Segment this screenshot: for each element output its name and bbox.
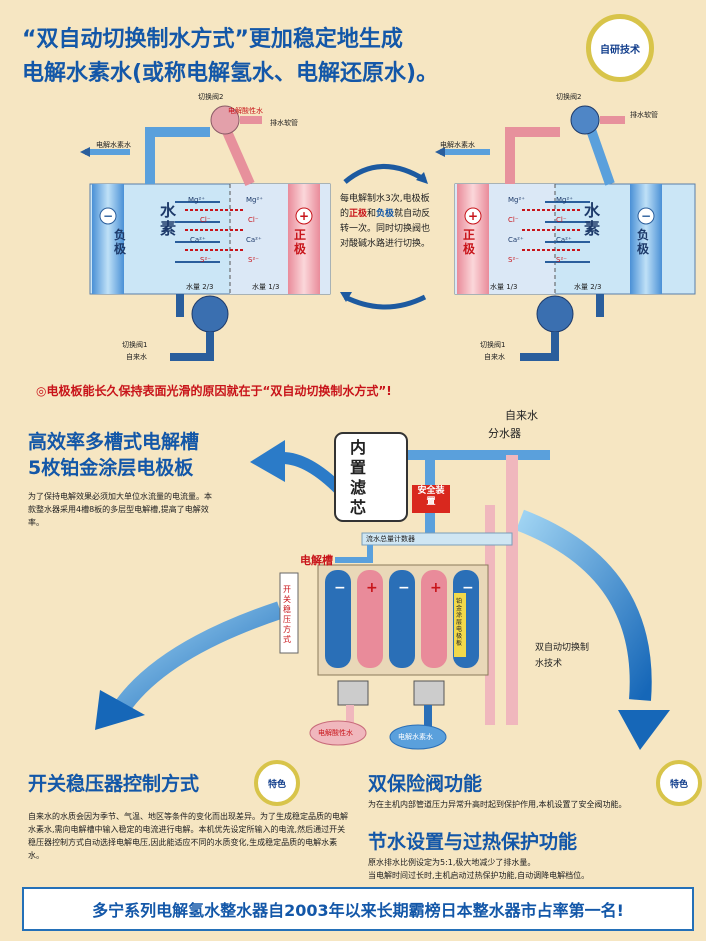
top-diagram: − + + − [80, 105, 696, 361]
page-title-line2: 电解水素水(或称电解氢水、电解还原水)。 [22, 61, 439, 86]
left-water-1: 水量 2/3 [186, 283, 214, 291]
right-ion-1: Mg²⁺ [508, 196, 525, 204]
section4-body1: 原水排水比例设定为5:1,极大地减少了排水量。 [368, 858, 536, 867]
right-ion-2: Mg²⁺ [556, 196, 573, 204]
section1-title1: 高效率多槽式电解槽 [28, 431, 200, 453]
left-ion-4: Cl⁻ [248, 216, 259, 224]
left-ion-7: S²⁻ [200, 256, 211, 264]
h2-out-label: 电解水素水 [398, 733, 433, 741]
right-h2-label: 电解水素水 [440, 141, 475, 149]
svg-text:−: − [103, 209, 113, 223]
right-ion-7: S²⁻ [508, 256, 519, 264]
cell-label: 电解槽 [300, 554, 333, 567]
regulator-label: 开关稳压方式 [283, 585, 291, 644]
section4-title: 节水设置与过热保护功能 [368, 831, 578, 853]
plate-sign-2: + [366, 580, 378, 596]
switch-explanation: 每电解制水3次,电极板的正极和负极就自动反转一次。同时切换阀也对酸碱水路进行切换… [340, 192, 432, 252]
right-ion-6: Ca²⁺ [556, 236, 572, 244]
left-ion-5: Ca²⁺ [190, 236, 206, 244]
left-valve1-label: 切换阀1 [122, 341, 148, 349]
switch-text-3: 和 [367, 209, 377, 219]
right-valve1-label: 切换阀1 [480, 341, 506, 349]
right-drain-label: 排水软管 [630, 111, 658, 119]
plate-sign-4: + [430, 580, 442, 596]
switch-text-neg: 负极 [376, 209, 395, 219]
right-water-2: 水量 2/3 [574, 283, 602, 291]
svg-text:+: + [299, 209, 309, 223]
section3-title: 双保险阀功能 [368, 773, 483, 795]
right-ion-3: Cl⁻ [508, 216, 519, 224]
right-cell: + − [435, 105, 696, 361]
right-ion-5: Ca²⁺ [508, 236, 524, 244]
right-tap-label: 自来水 [484, 353, 505, 361]
left-tap-label: 自来水 [126, 353, 147, 361]
acid-out-label: 电解酸性水 [318, 729, 353, 737]
flow-meter-label: 流水总量计数器 [366, 535, 415, 543]
footer-banner: 多宁系列电解氢水整水器自2003年以来长期霸榜日本整水器市占率第一名! [22, 887, 694, 931]
left-valve2-label: 切换阀2 [198, 93, 224, 101]
badge-feature-right: 特色 [656, 760, 702, 806]
tap-label: 自来水 [505, 409, 538, 422]
machine-diagram [279, 432, 550, 750]
plate-sign-3: − [398, 580, 410, 596]
left-pos-electrode [288, 184, 320, 294]
right-neg-electrode [630, 184, 662, 294]
right-ion-8: S²⁻ [556, 256, 567, 264]
svg-text:+: + [468, 209, 478, 223]
notice-line: ◎电极板能长久保持表面光滑的原因就在于“双自动切换制水方式”! [36, 384, 392, 398]
right-neg-text: 负极 [637, 228, 650, 256]
left-chamber-text: 水素 [160, 201, 177, 238]
left-neg-electrode [92, 184, 124, 294]
left-h2-label: 电解水素水 [96, 141, 131, 149]
left-ion-3: Cl⁻ [200, 216, 211, 224]
filter-label: 内置滤芯 [350, 438, 367, 517]
section2-title: 开关稳压器控制方式 [28, 773, 200, 795]
page-title-line1: “双自动切换制水方式”更加稳定地生成 [22, 27, 403, 52]
right-pos-text: 正极 [463, 228, 476, 256]
switch-text-1: 每电解制水3次, [340, 194, 403, 204]
left-drain-label: 排水软管 [270, 119, 298, 127]
left-ion-8: S²⁻ [248, 256, 259, 264]
safety-label: 安全装置 [417, 486, 445, 507]
section1-body: 为了保持电解效果必须加大单位水流量的电流量。本款整水器采用4槽8板的多层型电解槽… [28, 492, 212, 527]
switch-text-pos: 正极 [349, 209, 368, 219]
switch-text-2: 电极板的 [340, 194, 430, 219]
right-pos-electrode [457, 184, 489, 294]
switch-arrow-bottom [343, 294, 427, 310]
section1-title2: 5枚铂金涂层电极板 [28, 457, 194, 479]
arrow-to-section2 [112, 601, 283, 716]
auto-switch-label: 双自动切换制水技术 [535, 643, 590, 669]
left-ion-6: Ca²⁺ [246, 236, 262, 244]
left-acid-label: 电解酸性水 [228, 107, 263, 115]
right-water-1: 水量 1/3 [490, 283, 518, 291]
section2-body: 自来水的水质会因为季节、气温、地区等条件的变化而出现差异。为了生成稳定品质的电解… [28, 812, 348, 860]
regulator-box [279, 572, 299, 654]
switch-text-4: 就自动反转一次。同时切换阀也对酸碱水路进行切换。 [340, 209, 431, 249]
safety-box [412, 485, 450, 513]
left-water-2: 水量 1/3 [252, 283, 280, 291]
flow-arrows [95, 440, 670, 750]
switch-arrow-top [343, 164, 427, 184]
svg-text:−: − [641, 209, 651, 223]
platinum-label: 铂金涂层电极板 [456, 598, 463, 647]
left-cell: − + [80, 105, 331, 361]
section4-body2: 当电解时间过长时,主机启动过热保护功能,自动调降电解档位。 [368, 871, 590, 880]
filter-box [334, 432, 408, 522]
left-pos-text: 正极 [294, 228, 307, 256]
left-neg-text: 负极 [114, 228, 127, 256]
splitter-label: 分水器 [488, 427, 521, 440]
left-ion-2: Mg²⁺ [246, 196, 263, 204]
left-ion-1: Mg²⁺ [188, 196, 205, 204]
plate-sign-5: − [462, 580, 474, 596]
right-valve2-label: 切换阀2 [556, 93, 582, 101]
right-ion-4: Cl⁻ [556, 216, 567, 224]
badge-rd-tech: 自研技术 [586, 14, 654, 82]
plate-sign-1: − [334, 580, 346, 596]
arrow-to-section3 [516, 509, 652, 701]
right-chamber-text: 水素 [584, 201, 601, 238]
section3-body: 为在主机内部管道压力异常升高时起到保护作用,本机设置了安全阀功能。 [368, 800, 627, 809]
badge-feature-left: 特色 [254, 760, 300, 806]
